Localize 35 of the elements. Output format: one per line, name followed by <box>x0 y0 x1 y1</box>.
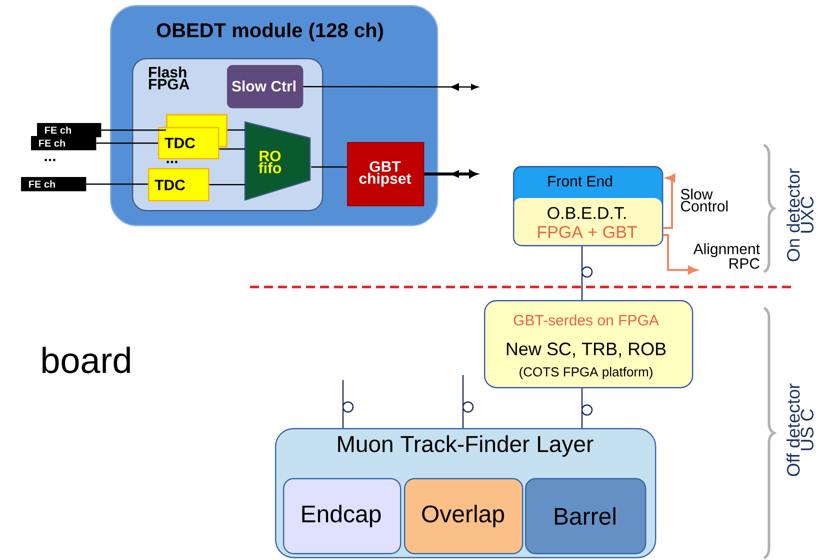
connector <box>581 388 593 429</box>
front-end-box: Front End O.B.E.D.T. FPGA + GBT <box>513 166 664 246</box>
connector <box>86 184 148 185</box>
dots-label: ... <box>166 160 178 164</box>
edge-label: Slow Control <box>680 188 728 212</box>
connector <box>663 234 698 274</box>
tdc-box: TDC <box>158 127 220 160</box>
connector <box>342 379 354 429</box>
region-box: Endcap <box>283 478 402 554</box>
region-box: Overlap <box>404 478 524 554</box>
channel-tag: FE ch <box>37 123 102 138</box>
dots-label: ... <box>44 158 56 162</box>
connector <box>303 83 478 91</box>
chipset-box: GBT chipset <box>347 142 424 206</box>
connector <box>581 246 593 301</box>
tdc-box: TDC <box>148 168 210 202</box>
connector <box>228 129 245 131</box>
section-label: Off detector US C <box>786 383 814 476</box>
connector <box>663 174 676 229</box>
heading-text: board <box>42 346 130 374</box>
region-box: Barrel <box>525 478 646 554</box>
board-box: GBT-serdes on FPGA New SC, TRB, ROB (COTS FPGA platform) <box>484 300 694 388</box>
channel-tag: FE ch <box>31 136 96 150</box>
connector <box>209 184 245 186</box>
connector <box>424 170 478 178</box>
section-label: On detector UXC <box>786 168 814 262</box>
connector <box>101 130 166 131</box>
connector <box>311 166 347 168</box>
connector <box>219 148 245 150</box>
connector <box>462 374 474 429</box>
fifo-trapezoid: RO fifo <box>244 121 311 201</box>
channel-tag: FE ch <box>21 177 86 192</box>
control-box: Slow Ctrl <box>227 65 304 108</box>
annotation-text: Alignment RPC <box>693 243 760 269</box>
connector <box>96 142 158 144</box>
